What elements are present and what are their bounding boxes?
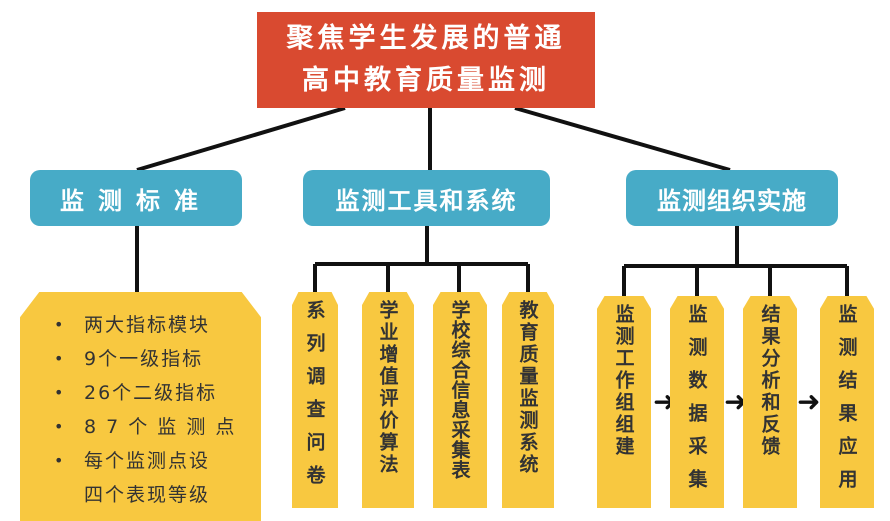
root-title-line1: 聚焦学生发展的普通: [286, 23, 566, 54]
category-standards: 监测标准: [30, 170, 242, 226]
tool-box-3: 学校综合信息采集表: [433, 292, 487, 508]
bullet-icon: •: [54, 349, 66, 368]
impl-step-label: 监测工作组组建: [612, 304, 635, 458]
list-item: •26个二级指标: [54, 376, 236, 410]
tool-box-4: 教育质量监测系统: [502, 292, 554, 508]
list-item: •8 7 个 监 测 点: [54, 410, 236, 444]
tool-label: 学业增值评价算法: [376, 300, 399, 476]
impl-step-box-4: 监测结果应用: [820, 296, 874, 508]
impl-step-label: 结果分析和反馈: [758, 304, 781, 458]
category-tools: 监测工具和系统: [303, 170, 550, 226]
bullet-icon: •: [54, 383, 66, 402]
standards-list: •两大指标模块 •9个一级指标 •26个二级指标 •8 7 个 监 测 点 •每…: [54, 308, 236, 512]
bullet-icon: •: [54, 451, 66, 470]
list-item: •9个一级指标: [54, 342, 236, 376]
tool-box-1: 系列调查问卷: [292, 292, 338, 508]
bullet-icon: •: [54, 315, 66, 334]
category-implementation: 监测组织实施: [626, 170, 838, 226]
tool-label: 教育质量监测系统: [516, 300, 539, 476]
impl-step-box-1: 监测工作组组建: [597, 296, 651, 508]
connector-root-left: [136, 106, 346, 172]
arrow-right-icon: ➜: [797, 385, 821, 418]
tool-label: 系列调查问卷: [303, 300, 326, 498]
root-title-box: 聚焦学生发展的普通 高中教育质量监测: [257, 12, 595, 108]
impl-step-label: 监测数据采集: [685, 304, 708, 502]
impl-step-label: 监测结果应用: [835, 304, 858, 502]
arrow-right-icon: ➜: [724, 385, 748, 418]
impl-step-box-3: 结果分析和反馈: [743, 296, 797, 508]
connector-root-right: [514, 106, 731, 172]
standards-box: •两大指标模块 •9个一级指标 •26个二级指标 •8 7 个 监 测 点 •每…: [20, 292, 261, 521]
list-item: •两大指标模块: [54, 308, 236, 342]
list-item: •每个监测点设: [54, 444, 236, 478]
list-item-continuation: 四个表现等级: [84, 484, 211, 506]
tool-box-2: 学业增值评价算法: [362, 292, 414, 508]
bullet-icon: •: [54, 417, 66, 436]
root-title-line2: 高中教育质量监测: [302, 65, 550, 96]
impl-step-box-2: 监测数据采集: [670, 296, 724, 508]
tool-label: 学校综合信息采集表: [448, 300, 471, 480]
